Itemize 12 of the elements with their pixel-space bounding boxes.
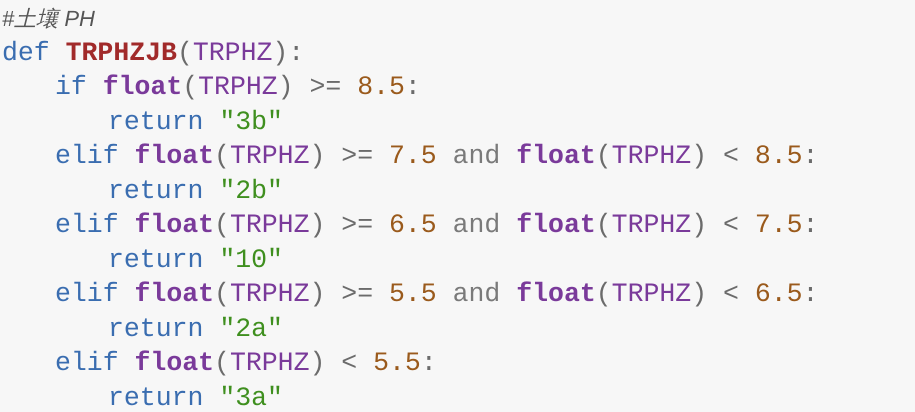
code-line: return "10": [108, 244, 283, 275]
code-line: elif float(TRPHZ) >= 5.5 and float(TRPHZ) < 6.5:: [55, 279, 818, 310]
code-line: elif float(TRPHZ) < 5.5:: [55, 348, 437, 378]
code-line: elif float(TRPHZ) >= 7.5 and float(TRPHZ) < 8.5:: [55, 141, 818, 172]
code-line: def TRPHZJB(TRPHZ):: [2, 38, 304, 68]
code-line: elif float(TRPHZ) >= 6.5 and float(TRPHZ) < 7.5:: [55, 210, 818, 240]
code-line: return "3b": [108, 106, 283, 137]
code-line: return "2a": [108, 314, 283, 344]
code-comment: #土壤 PH: [2, 4, 95, 33]
code-line: return "3a": [108, 382, 283, 412]
code-line: if float(TRPHZ) >= 8.5:: [55, 72, 421, 102]
code-line: return "2b": [108, 176, 283, 206]
